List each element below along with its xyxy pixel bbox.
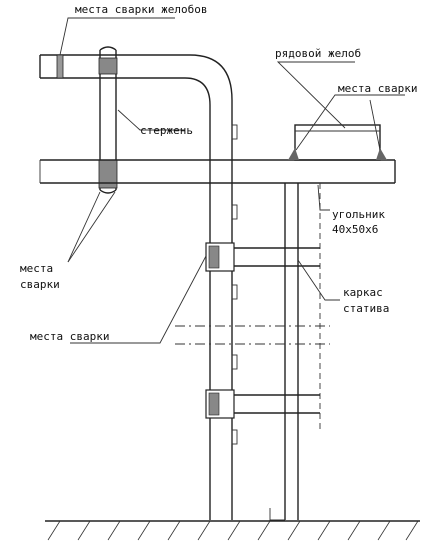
rod bbox=[98, 46, 118, 194]
trough-weld-mark bbox=[56, 54, 64, 79]
ground bbox=[45, 520, 420, 541]
label-angle-line1: угольник bbox=[332, 208, 385, 221]
label-welds-middle: места сварки bbox=[30, 330, 109, 343]
row-trough-weld-left bbox=[288, 148, 299, 160]
label-trough-welds: места сварки желобов bbox=[75, 3, 207, 16]
label-rod: стержень bbox=[140, 124, 193, 137]
upper-trough bbox=[39, 54, 125, 79]
label-frame-line1: каркас bbox=[343, 286, 383, 299]
angle-beam bbox=[39, 159, 396, 184]
rod-lower-weld bbox=[98, 159, 118, 189]
row-trough-box bbox=[288, 124, 387, 161]
row-trough-weld-right bbox=[376, 148, 387, 160]
leader-lines bbox=[59, 17, 405, 344]
rod-upper-weld bbox=[98, 57, 118, 75]
frame-rails bbox=[269, 183, 321, 521]
label-frame-line2: статива bbox=[343, 302, 389, 315]
break-lines bbox=[175, 325, 330, 345]
middle-clamp-upper bbox=[205, 242, 320, 272]
label-welds-left-line2: сварки bbox=[20, 278, 60, 291]
bent-pipe bbox=[125, 54, 233, 520]
column-tabs bbox=[231, 124, 238, 445]
label-welds-top-right: места сварки bbox=[338, 82, 417, 95]
label-welds-left-line1: места bbox=[20, 262, 53, 275]
label-row-trough: рядовой желоб bbox=[275, 47, 361, 60]
label-angle-line2: 40х50х6 bbox=[332, 223, 378, 236]
middle-clamp-lower bbox=[205, 389, 320, 419]
